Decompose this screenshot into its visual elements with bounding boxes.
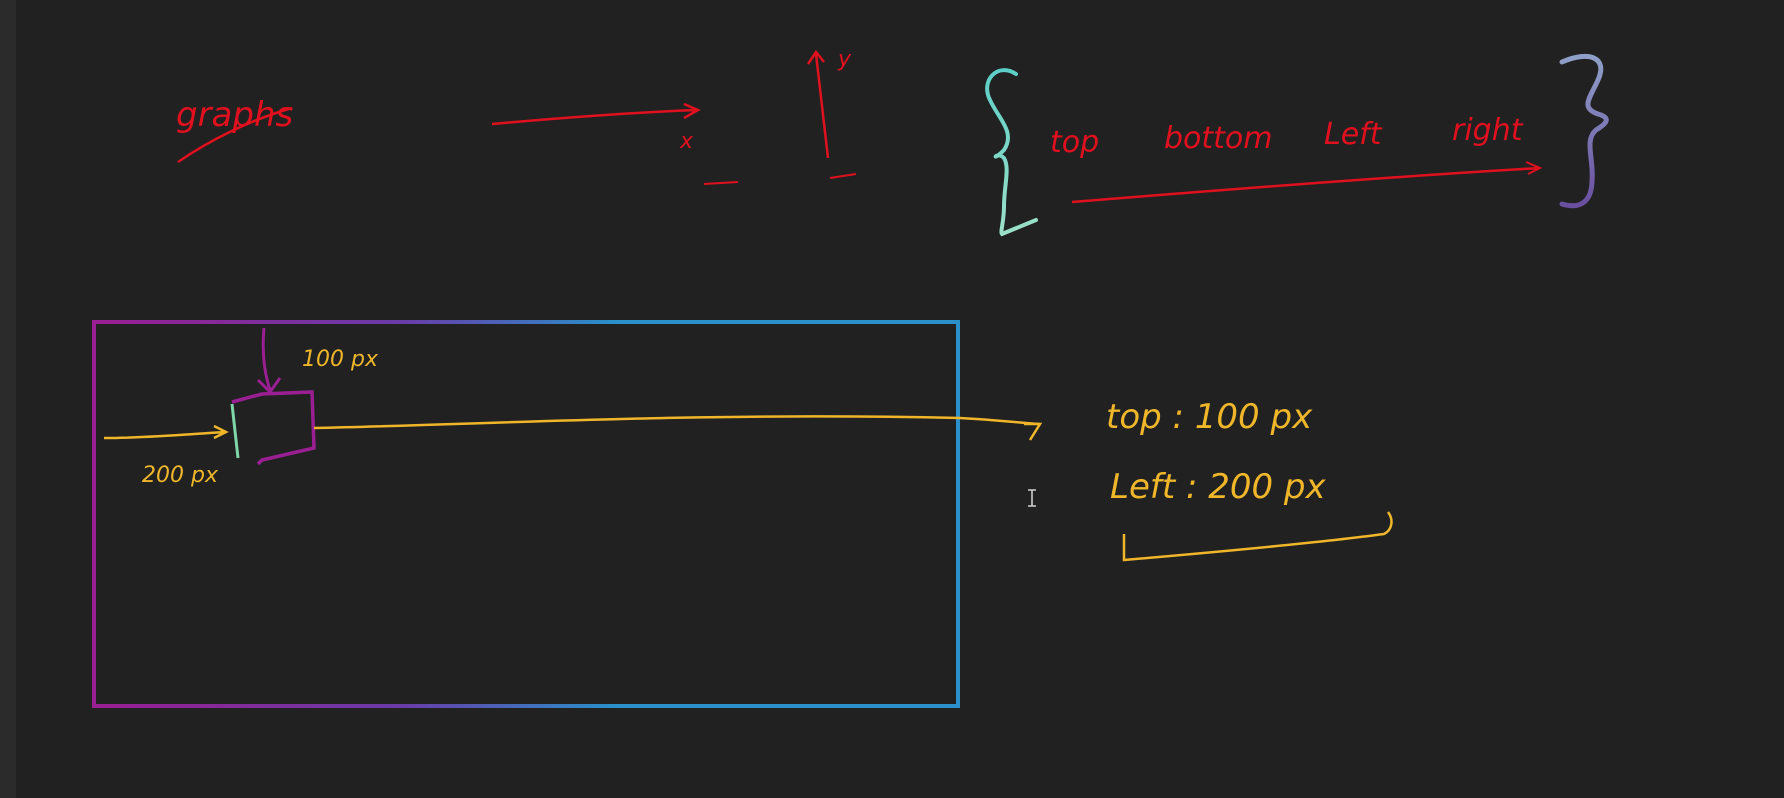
positioned-box (231, 390, 316, 466)
prop-bottom: bottom (1164, 121, 1273, 156)
left-gutter (0, 0, 16, 798)
top-offset-arrow (261, 327, 272, 391)
open-brace (985, 68, 1038, 237)
top-offset-label: 100 px (302, 347, 379, 372)
y-base-dash (829, 173, 857, 179)
x-arrow-head (683, 102, 701, 120)
x-axis-label: x (679, 129, 694, 154)
prop-right: right (1452, 113, 1524, 148)
positioned-box-left-edge (230, 403, 240, 459)
top-offset-arrow-head (256, 377, 282, 395)
x-base-dash (703, 181, 739, 185)
css-note-top: top : 100 px (1106, 397, 1313, 437)
prop-top: top (1050, 125, 1099, 160)
prop-left: Left (1324, 117, 1383, 152)
left-offset-arrow (103, 430, 227, 440)
css-note-left: Left : 200 px (1110, 467, 1327, 507)
y-arrow-head (806, 49, 825, 65)
close-brace (1559, 53, 1609, 209)
y-axis-arrow (814, 53, 830, 159)
box-to-notes-pointer-head (1024, 422, 1043, 441)
props-arrow-head (1525, 161, 1543, 175)
heading-underline (177, 106, 293, 164)
box-to-notes-pointer (313, 415, 1041, 430)
y-axis-label: y (837, 47, 852, 72)
props-underline-arrow (1071, 166, 1541, 204)
left-offset-arrow-head (213, 424, 229, 440)
x-axis-arrow (491, 108, 699, 126)
left-offset-label: 200 px (142, 463, 219, 488)
notes-bracket (1122, 511, 1393, 562)
text-cursor-icon (1028, 489, 1036, 507)
viewport-rectangle (92, 320, 960, 708)
